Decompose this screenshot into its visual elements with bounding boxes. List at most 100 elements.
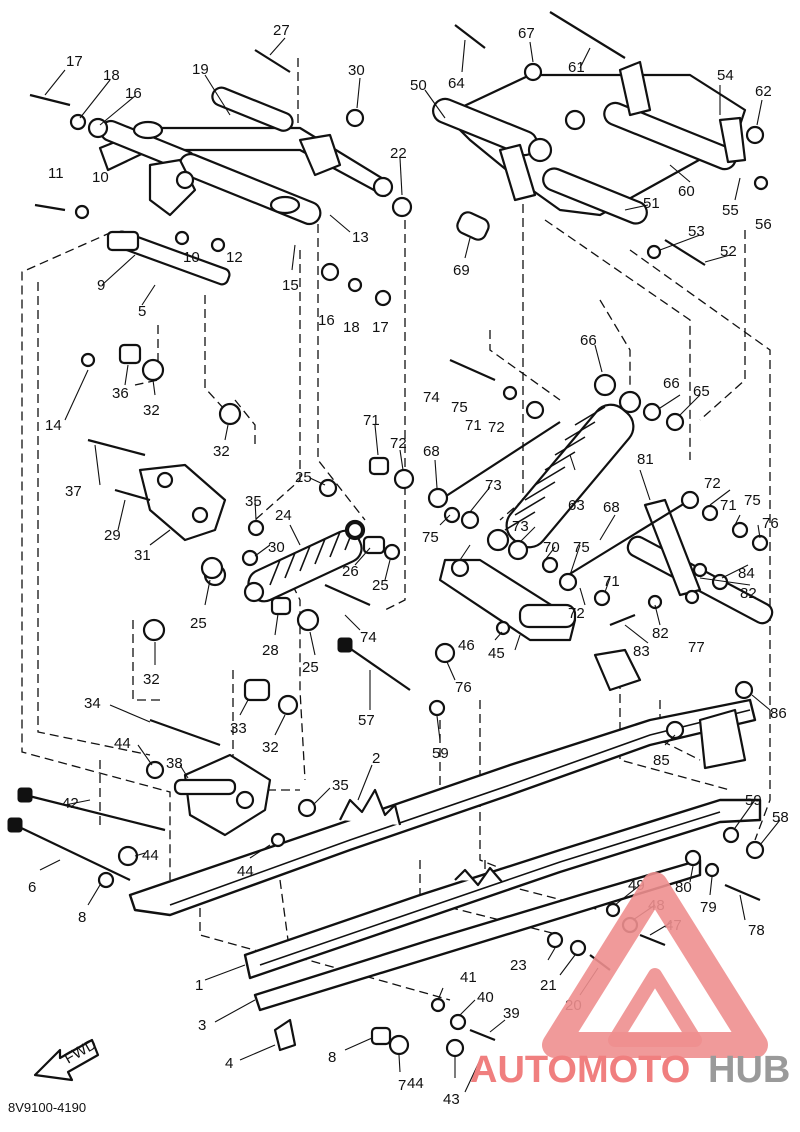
callout-2: 2	[372, 750, 380, 767]
callout-71-c: 71	[603, 573, 620, 590]
callout-71-d: 71	[720, 497, 737, 514]
callout-17-right: 17	[372, 319, 389, 336]
callout-30-upper: 30	[348, 62, 365, 79]
callout-68-right: 68	[603, 499, 620, 516]
callout-84: 84	[738, 565, 755, 582]
callout-54: 54	[717, 67, 734, 84]
callout-23: 23	[510, 957, 527, 974]
callout-74-b: 74	[360, 629, 377, 646]
front-pivot-arm	[98, 86, 394, 226]
callout-27: 27	[273, 22, 290, 39]
callout-82-left: 82	[652, 625, 669, 642]
callout-44-b: 44	[142, 847, 159, 864]
callout-6: 6	[28, 879, 36, 896]
callout-76-a: 76	[455, 679, 472, 696]
callout-16-right: 16	[318, 312, 335, 329]
callout-16-left: 16	[125, 85, 142, 102]
callout-4: 4	[225, 1055, 233, 1072]
callout-50: 50	[410, 77, 427, 94]
long-bolts	[7, 11, 761, 1042]
callout-72-d: 72	[704, 475, 721, 492]
callout-40: 40	[477, 989, 494, 1006]
callout-61: 61	[568, 59, 585, 76]
callout-18-left: 18	[103, 67, 120, 84]
callout-66-upper: 66	[580, 332, 597, 349]
callout-36: 36	[112, 385, 129, 402]
callout-11: 11	[48, 165, 64, 182]
callout-17-left: 17	[66, 53, 83, 70]
callout-68-left: 68	[423, 443, 440, 460]
callout-72-c: 72	[568, 605, 585, 622]
arm-link-5	[106, 230, 231, 286]
callout-66-lower: 66	[663, 375, 680, 392]
callout-1: 1	[195, 977, 203, 994]
callout-10-lower: 10	[183, 249, 200, 266]
fwd-arrow: FWD	[33, 1036, 100, 1082]
callout-32-b: 32	[213, 443, 230, 460]
callout-26: 26	[342, 563, 359, 580]
callout-75-b: 75	[422, 529, 439, 546]
callout-71-b: 71	[363, 412, 380, 429]
callout-83: 83	[633, 643, 650, 660]
callout-10-upper: 10	[92, 169, 109, 186]
callout-63: 63	[568, 497, 585, 514]
callout-35-upper: 35	[245, 493, 262, 510]
callout-65: 65	[693, 383, 710, 400]
rear-axle-77	[626, 498, 774, 625]
callout-45: 45	[488, 645, 505, 662]
callout-74-a: 74	[423, 389, 440, 406]
callout-82-right: 82	[740, 585, 757, 602]
callout-44-c: 44	[237, 863, 254, 880]
callout-32-d: 32	[262, 739, 279, 756]
callout-73-a: 73	[485, 477, 502, 494]
callout-12: 12	[226, 249, 243, 266]
watermark-text-hub: HUB	[708, 1049, 790, 1091]
callout-22: 22	[390, 145, 407, 162]
callout-52: 52	[720, 243, 737, 260]
callout-72-a: 72	[488, 419, 505, 436]
callout-56: 56	[755, 216, 772, 233]
callout-85: 85	[653, 752, 670, 769]
callout-18-right: 18	[343, 319, 360, 336]
callout-3: 3	[198, 1017, 206, 1034]
callout-75-d: 75	[744, 492, 761, 509]
callout-7: 7	[398, 1077, 406, 1094]
slide-rail-left	[128, 648, 762, 1012]
callout-25-left: 25	[190, 615, 207, 632]
callout-64: 64	[448, 75, 465, 92]
callout-29: 29	[104, 527, 121, 544]
callout-15: 15	[282, 277, 299, 294]
callout-69: 69	[453, 262, 470, 279]
callout-80: 80	[675, 879, 692, 896]
watermark-logo: AUTOMOTO HUB	[470, 872, 790, 1091]
callout-53: 53	[688, 223, 705, 240]
callout-75-a: 75	[451, 399, 468, 416]
callout-35-lower: 35	[332, 777, 349, 794]
callout-19: 19	[192, 61, 209, 78]
callout-72-b: 72	[390, 435, 407, 452]
callout-leaders	[39, 37, 781, 1093]
callout-78: 78	[748, 922, 765, 939]
rear-link-arm	[438, 558, 577, 642]
lower-pivot-bracket	[173, 753, 272, 837]
callout-76-b: 76	[762, 515, 779, 532]
callout-55: 55	[722, 202, 739, 219]
callout-62: 62	[755, 83, 772, 100]
callout-8-lower: 8	[328, 1049, 336, 1066]
callout-31: 31	[134, 547, 151, 564]
callout-30-lower: 30	[268, 539, 285, 556]
callout-8-left: 8	[78, 909, 86, 926]
callout-51: 51	[643, 195, 660, 212]
callout-79: 79	[700, 899, 717, 916]
callout-38: 38	[166, 755, 183, 772]
callout-70: 70	[543, 539, 560, 556]
callout-57: 57	[358, 712, 375, 729]
callout-46: 46	[458, 637, 475, 654]
callout-13: 13	[352, 229, 369, 246]
watermark-text-automoto: AUTOMOTO	[470, 1049, 690, 1091]
callout-33: 33	[230, 720, 247, 737]
callout-73-b: 73	[512, 518, 529, 535]
callout-34: 34	[84, 695, 101, 712]
callout-59-right: 59	[745, 792, 762, 809]
